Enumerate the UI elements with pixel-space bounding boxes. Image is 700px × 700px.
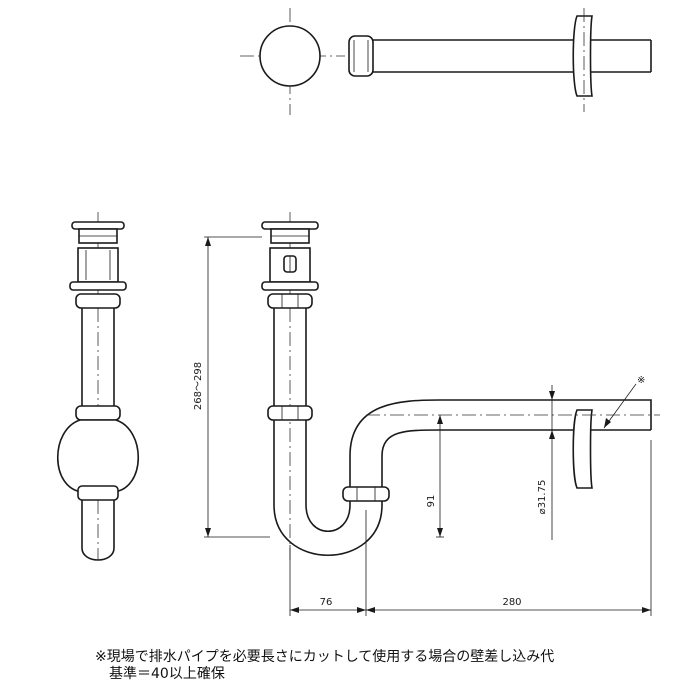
callout-mark: ※ xyxy=(637,375,645,386)
dim-trap-depth: 91 xyxy=(426,495,437,508)
side-view xyxy=(56,212,140,561)
dim-horizontal-length: 280 xyxy=(502,597,521,608)
dim-height-range: 268～298 xyxy=(193,362,204,410)
note-line-1: ※現場で排水パイプを必要長さにカットして使用する場合の壁差し込み代 xyxy=(95,649,555,665)
dim-horizontal-offset: 76 xyxy=(320,597,333,608)
dim-pipe-diameter: ⌀31.75 xyxy=(537,480,548,515)
installation-note: ※現場で排水パイプを必要長さにカットして使用する場合の壁差し込み代 基準＝40以… xyxy=(95,649,554,683)
note-line-2: 基準＝40以上確保 xyxy=(109,666,225,682)
top-view xyxy=(240,8,652,115)
dimension-lines xyxy=(204,236,652,616)
front-view xyxy=(261,212,660,560)
